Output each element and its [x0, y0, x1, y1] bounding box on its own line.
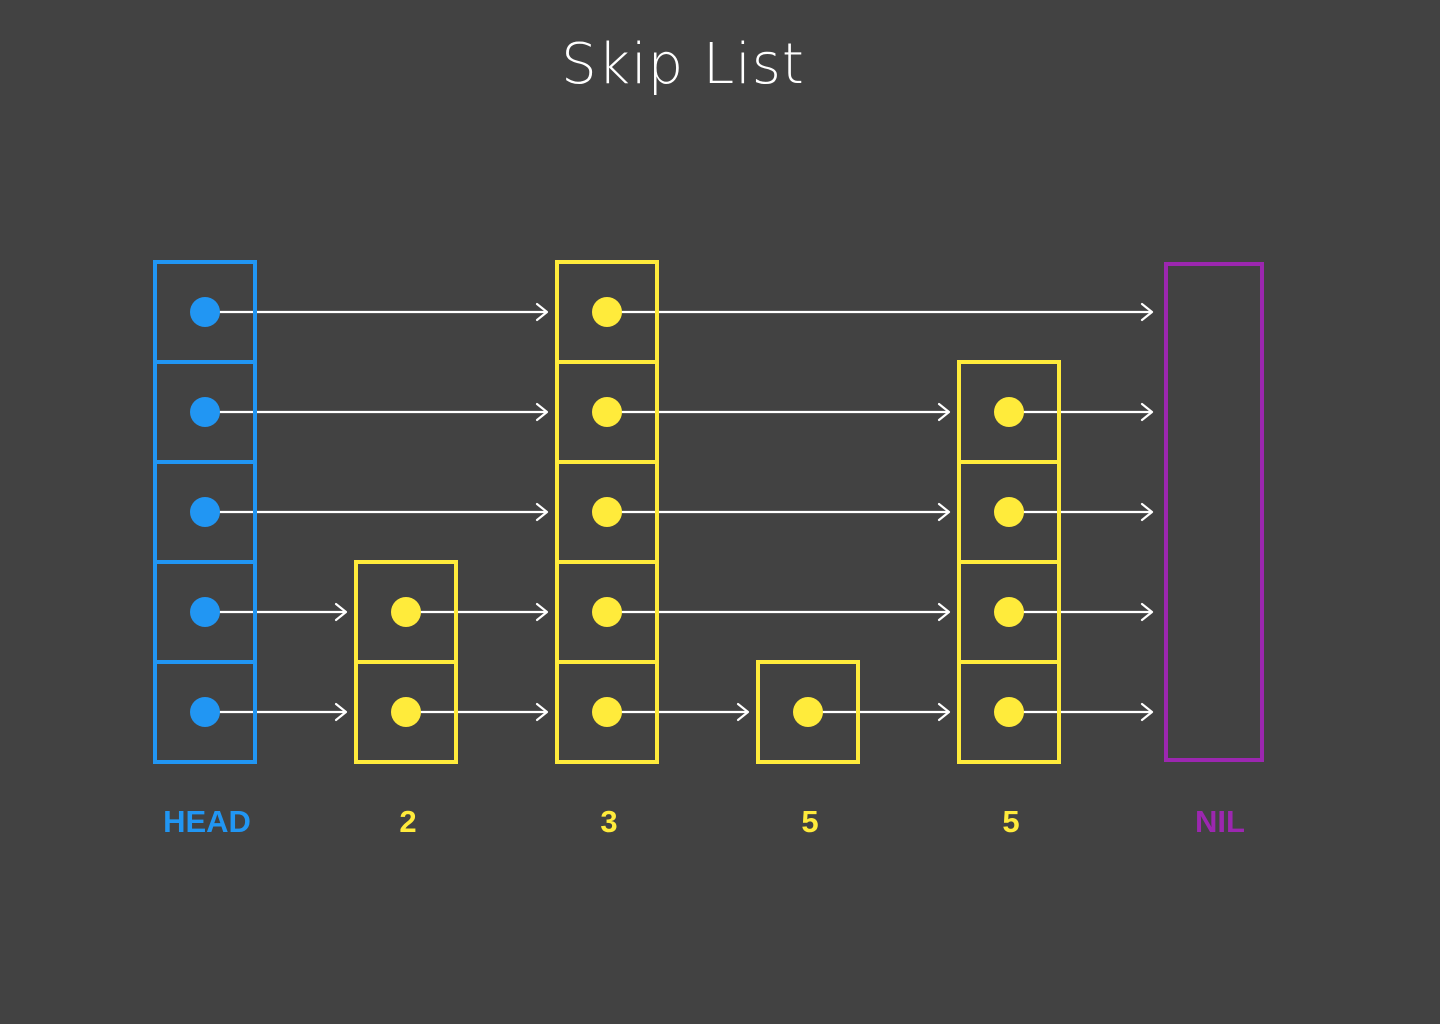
pointer-dot: [994, 497, 1024, 527]
pointer-dot: [190, 497, 220, 527]
pointer-dot: [592, 497, 622, 527]
column-n4: [957, 360, 1061, 764]
column-n1: [354, 560, 458, 764]
pointer-dot: [592, 297, 622, 327]
pointer-dot: [994, 397, 1024, 427]
column-head: [153, 260, 257, 764]
node-cell-level-2: [354, 560, 458, 664]
pointer-dot: [190, 297, 220, 327]
node-label-head: HEAD: [163, 804, 251, 839]
node-label-nil: NIL: [1195, 804, 1245, 839]
node-label-n4: 5: [1002, 804, 1019, 839]
pointer-dot: [994, 697, 1024, 727]
column-n3: [756, 660, 860, 764]
node-label-n3: 5: [801, 804, 818, 839]
nil-node-box: [1164, 262, 1264, 762]
nodes-layer: [153, 260, 1264, 764]
pointer-dot: [592, 697, 622, 727]
pointer-dot: [190, 697, 220, 727]
pointer-dot: [391, 697, 421, 727]
node-label-n1: 2: [399, 804, 416, 839]
column-n2: [555, 260, 659, 764]
head-cell-level-5: [153, 260, 257, 364]
links-layer: [207, 302, 1154, 722]
labels-layer: HEAD 2 3 5 5 NIL: [163, 804, 1245, 839]
node-cell-level-5: [555, 260, 659, 364]
pointer-dot: [994, 597, 1024, 627]
pointer-dot: [391, 597, 421, 627]
column-nil: [1164, 262, 1264, 762]
pointer-dot: [592, 397, 622, 427]
pointer-dot: [793, 697, 823, 727]
node-label-n2: 3: [600, 804, 617, 839]
pointer-dot: [190, 397, 220, 427]
pointer-dot: [592, 597, 622, 627]
pointer-dot: [190, 597, 220, 627]
page-title: Skip List: [561, 32, 805, 97]
node-cell-level-4: [957, 360, 1061, 464]
node-cell-level-1: [756, 660, 860, 764]
